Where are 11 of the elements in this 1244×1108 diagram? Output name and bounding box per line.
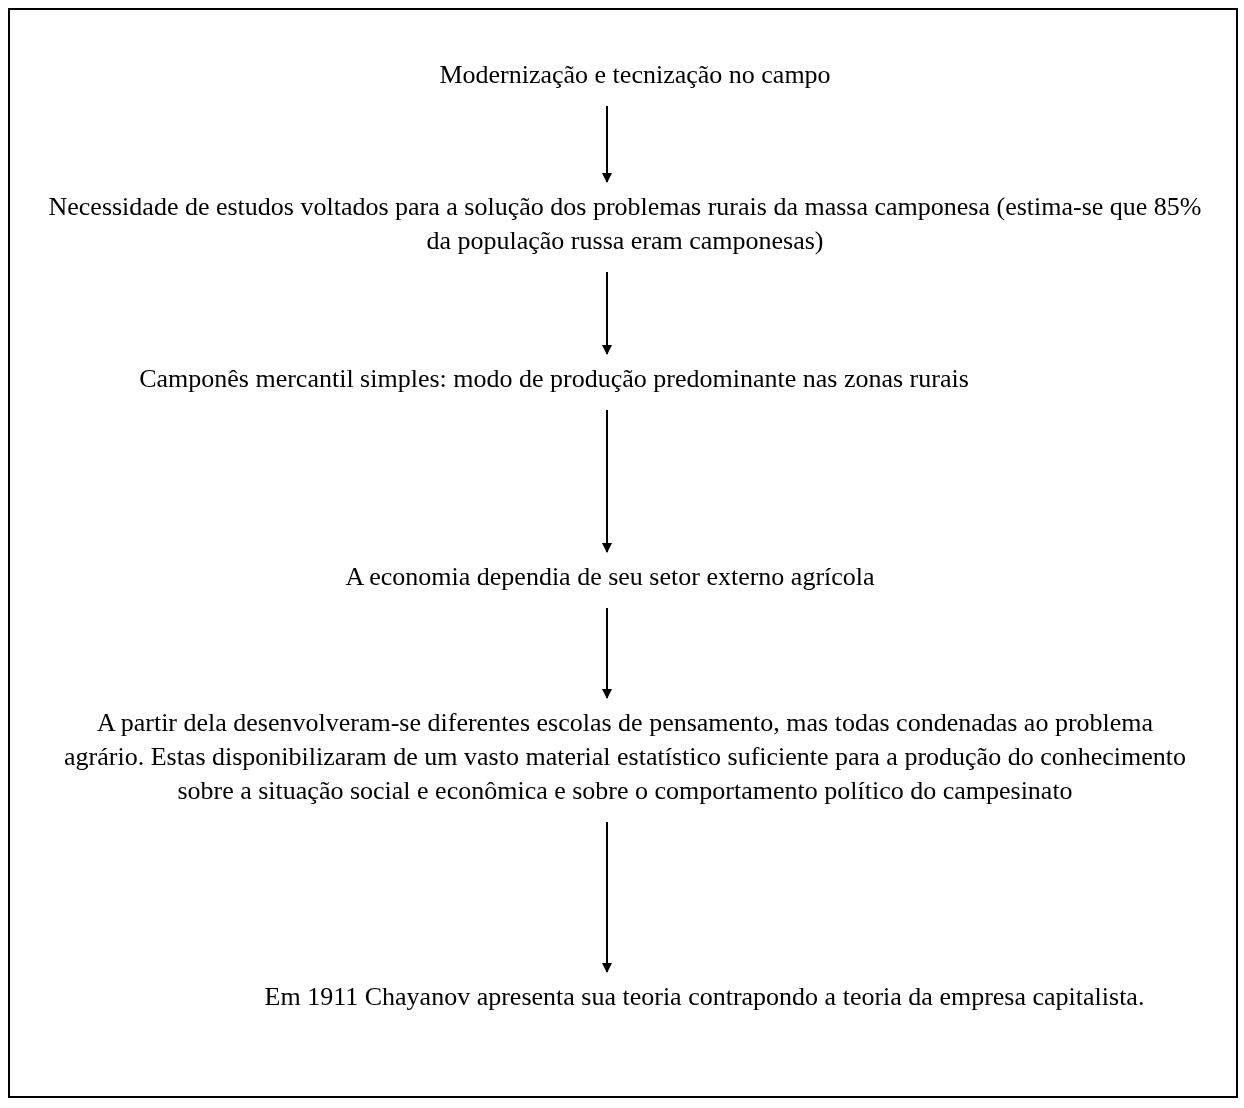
arrow — [602, 409, 612, 553]
arrow — [602, 821, 612, 973]
flow-step-text: Camponês mercantil simples: modo de produção predominante nas zonas rurais — [138, 363, 970, 395]
flow-step-text: Necessidade de estudos voltados para a solução dos problemas rurais da massa camponesa (estima-se que 85% da população russa eram camponesas) — [47, 191, 1203, 257]
arrow — [602, 271, 612, 355]
arrow — [602, 607, 612, 699]
arrow — [602, 105, 612, 183]
flow-step-text: A partir dela desenvolveram-se diferentes escolas de pensamento, mas todas condenadas ao problema agrário. Estas disponibilizaram de um vasto material estatístico suficiente para a produção do conhecimento sobre a situação social e econômica e sobre o comportamento político do campesinato — [63, 707, 1187, 807]
flow-step-text: Modernização e tecnização no campo — [438, 59, 832, 91]
flow-step-text: A economia dependia de seu setor externo agrícola — [344, 561, 876, 593]
flow-step-text: Em 1911 Chayanov apresenta sua teoria contrapondo a teoria da empresa capitalista. — [263, 981, 1146, 1013]
